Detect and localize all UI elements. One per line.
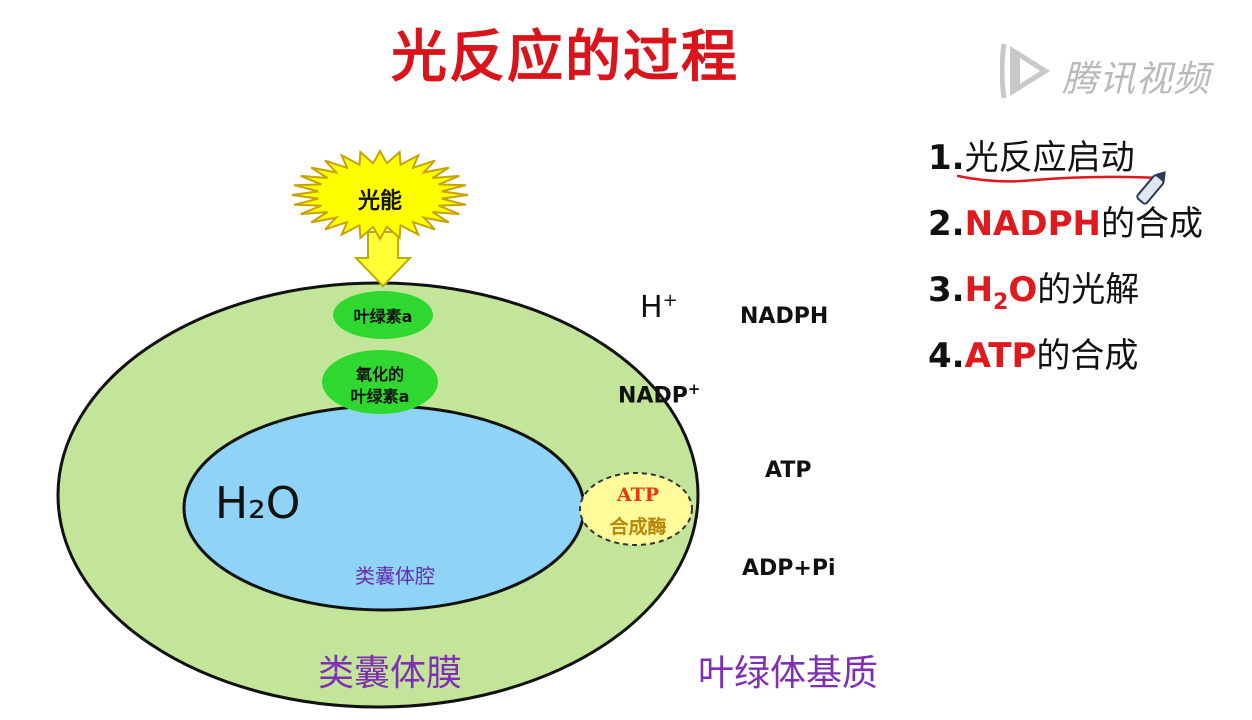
step-number: 4. xyxy=(928,336,965,376)
nadp-plus-label: NADP+ xyxy=(618,380,700,408)
step-text: 的合成 xyxy=(1036,336,1139,376)
step-highlight: NADPH xyxy=(964,204,1101,244)
atp-synthase-label-line1: ATP xyxy=(616,484,660,506)
oxidized-label-line2: 叶绿素a xyxy=(350,387,410,406)
step-item-2: 2.NADPH的合成 xyxy=(928,196,1203,262)
step-text: 的光解 xyxy=(1037,270,1140,310)
step-highlight: ATP xyxy=(964,336,1037,376)
light-energy-label: 光能 xyxy=(357,189,402,214)
h2o-label: H₂O xyxy=(215,478,301,529)
steps-list: 1.光反应启动 2.NADPH的合成 3.H2O的光解 4.ATP的合成 xyxy=(928,130,1203,394)
thylakoid-lumen-label: 类囊体腔 xyxy=(355,564,435,588)
page-title: 光反应的过程 xyxy=(391,25,739,90)
nadph-label: NADPH xyxy=(740,304,829,329)
atp-label: ATP xyxy=(765,458,812,483)
h-plus-sup: + xyxy=(662,290,678,311)
nadp-sup: + xyxy=(687,380,701,398)
thylakoid-membrane-label: 类囊体膜 xyxy=(318,653,463,694)
watermark-text: 腾讯视频 xyxy=(1062,59,1211,100)
chloroplast-stroma-label: 叶绿体基质 xyxy=(698,653,879,694)
oxidized-label-line1: 氧化的 xyxy=(355,365,404,384)
step-item-1: 1.光反应启动 xyxy=(928,130,1203,196)
watermark-logo-icon xyxy=(1000,43,1050,99)
underline-stroke xyxy=(956,174,1162,183)
sun-burst-icon xyxy=(291,148,469,242)
step-number: 1. xyxy=(928,138,965,178)
step-subscript: 2 xyxy=(993,289,1009,315)
step-highlight-2: O xyxy=(1008,270,1038,310)
h-plus-label: H+ xyxy=(640,290,678,325)
atp-synthase-label-line2: 合成酶 xyxy=(609,516,667,538)
oxidized-chlorophyll-a-label: 氧化的 叶绿素a xyxy=(322,364,438,408)
underline-annotation xyxy=(956,171,1166,205)
step-number: 2. xyxy=(928,204,965,244)
step-item-4: 4.ATP的合成 xyxy=(928,328,1203,394)
atp-synthase-ellipse xyxy=(579,472,693,546)
step-highlight: H xyxy=(964,270,994,310)
chlorophyll-a-label: 叶绿素a xyxy=(353,307,413,326)
h-plus-base: H xyxy=(640,290,663,325)
step-text: 的合成 xyxy=(1100,204,1203,244)
oxidized-chlorophyll-a-ellipse xyxy=(322,350,438,414)
chlorophyll-a-ellipse xyxy=(333,291,433,339)
light-arrow xyxy=(353,231,413,288)
step-item-3: 3.H2O的光解 xyxy=(928,262,1203,328)
adp-pi-label: ADP+Pi xyxy=(742,556,836,581)
step-text: 光反应启动 xyxy=(964,138,1135,178)
nadp-base: NADP xyxy=(618,383,688,409)
step-number: 3. xyxy=(928,270,965,310)
pen-cursor-icon xyxy=(1136,171,1166,205)
